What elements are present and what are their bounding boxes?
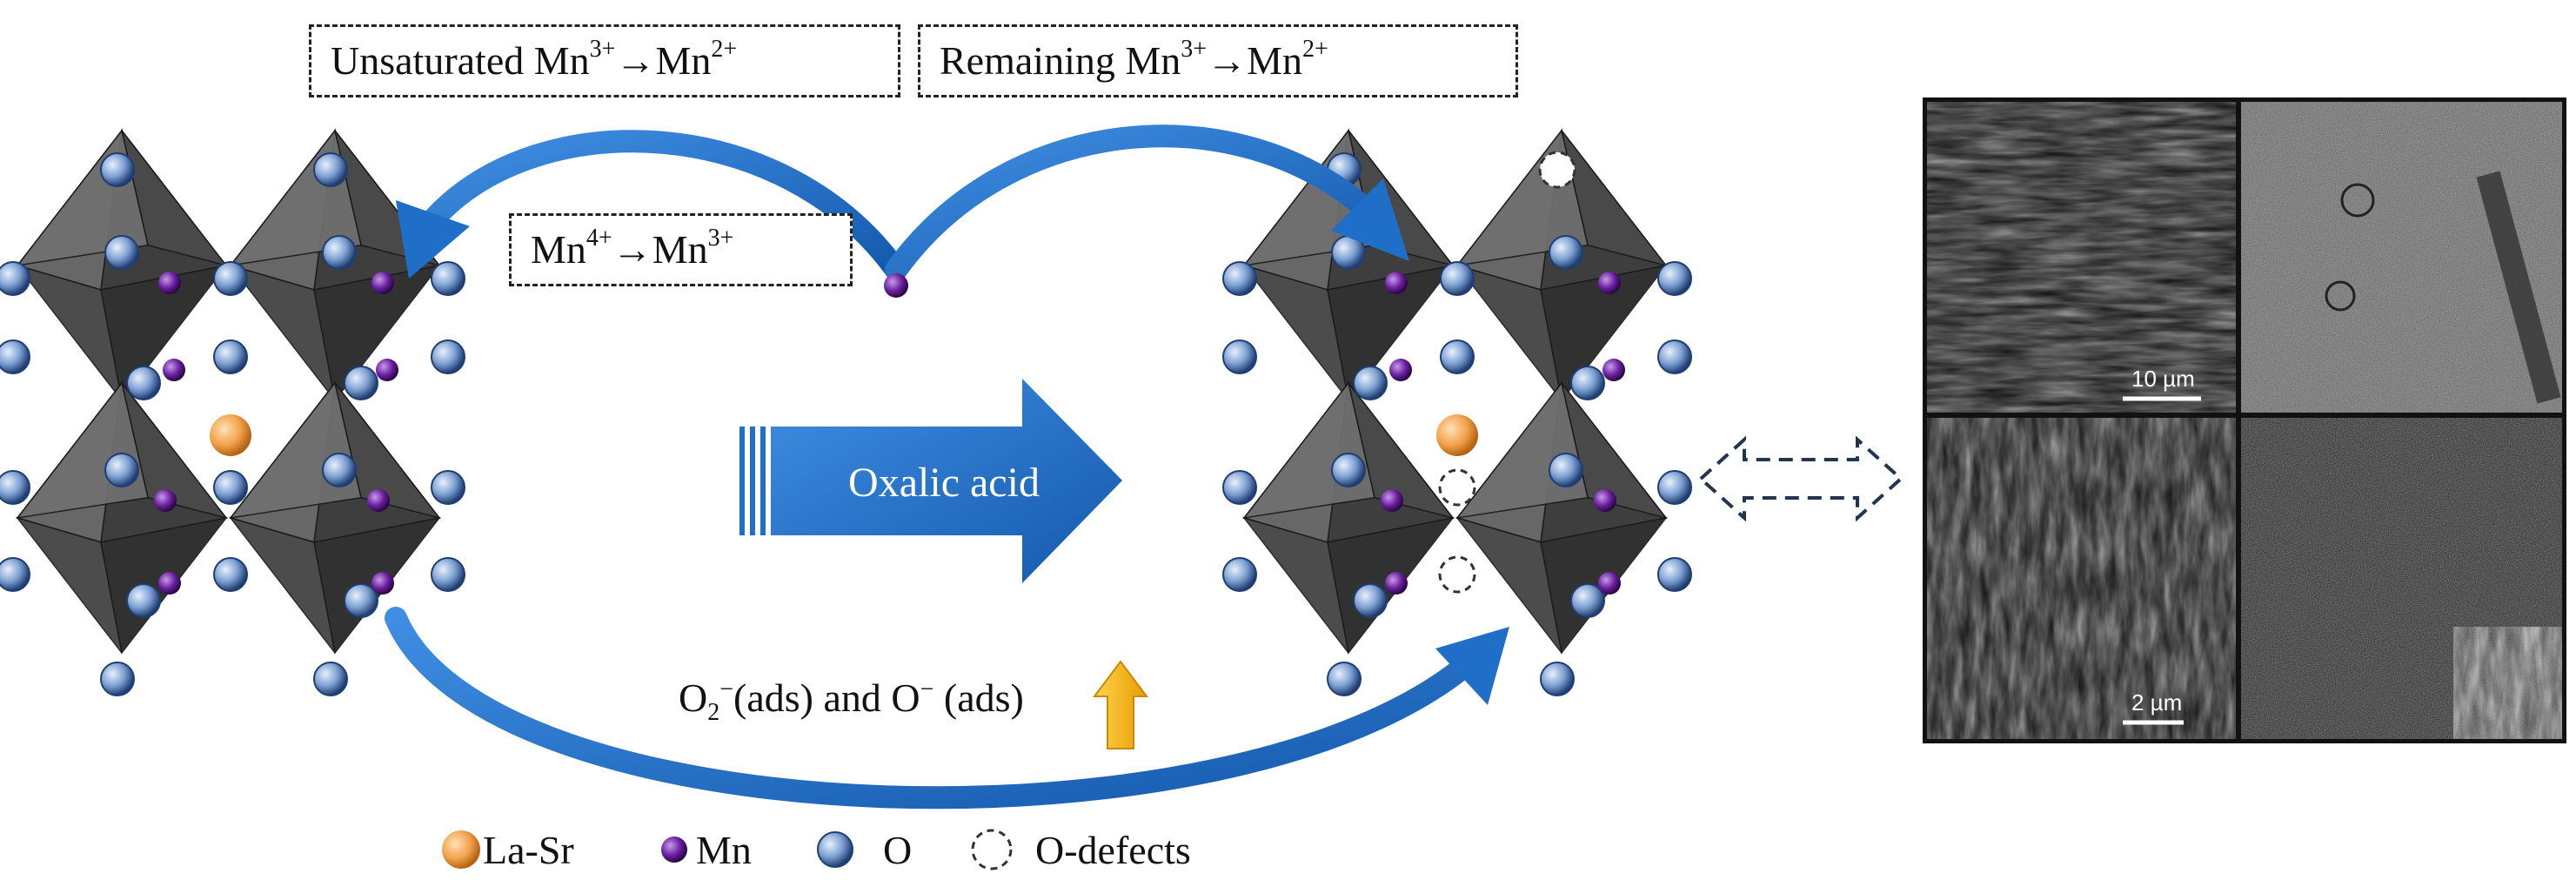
o-defect bbox=[1538, 151, 1576, 189]
o-atom bbox=[1353, 583, 1388, 618]
o-atom bbox=[0, 557, 30, 592]
mn-atom bbox=[1594, 489, 1616, 512]
oxalic-acid-label: Oxalic acid bbox=[848, 460, 1040, 506]
legend-o-label: O bbox=[883, 828, 913, 872]
mn-atom bbox=[163, 359, 185, 381]
o-atom bbox=[431, 339, 465, 374]
curved-arrow-top-left-head bbox=[396, 200, 470, 279]
curved-arrow-top-right-head bbox=[1331, 178, 1409, 261]
legend-la-sr-label: La-Sr bbox=[483, 828, 574, 872]
curved-arrow-top-right bbox=[885, 124, 1377, 281]
legend-mn-atom bbox=[661, 837, 687, 863]
o-atom bbox=[1570, 366, 1605, 400]
mn-atom bbox=[1598, 572, 1621, 595]
o-atom bbox=[1353, 366, 1388, 400]
mn-atom bbox=[371, 272, 394, 294]
o-atom bbox=[1657, 470, 1692, 505]
o-atom bbox=[1331, 453, 1366, 487]
o-atom bbox=[213, 261, 248, 296]
o-atom bbox=[1657, 557, 1692, 592]
increase-arrow-icon bbox=[1093, 660, 1148, 749]
scale-label-top-left: 10 µm bbox=[2131, 366, 2195, 392]
label-remaining-mn: Remaining Mn3+→Mn2+ bbox=[918, 24, 1518, 97]
oxalic-acid-arrow bbox=[739, 379, 1122, 583]
o-atom bbox=[322, 235, 357, 270]
o-atom bbox=[1540, 662, 1575, 696]
legend-mn-label: Mn bbox=[696, 828, 752, 872]
o-atom bbox=[126, 583, 161, 618]
double-arrow-icon bbox=[1698, 435, 1904, 522]
scale-label-bottom-left: 2 µm bbox=[2131, 689, 2183, 716]
o-atom bbox=[126, 366, 161, 400]
o-defect bbox=[1438, 555, 1476, 594]
o-atom bbox=[431, 261, 465, 296]
mn-atom bbox=[1385, 572, 1408, 595]
mn-atom bbox=[158, 572, 181, 595]
curved-arrow-bottom bbox=[385, 607, 1482, 810]
o-atom bbox=[322, 453, 357, 487]
o-atom bbox=[431, 470, 465, 505]
o-atom bbox=[0, 339, 30, 374]
la-sr-atom bbox=[210, 414, 251, 456]
adsorbed-oxygen-label: O2−(ads) and O− (ads) bbox=[679, 675, 1024, 727]
o-atom bbox=[1327, 662, 1362, 696]
o-defect bbox=[1438, 468, 1476, 507]
o-atom bbox=[1657, 339, 1692, 374]
o-atom bbox=[100, 662, 135, 696]
o-atom bbox=[431, 557, 465, 592]
o-atom bbox=[0, 470, 30, 505]
o-atom bbox=[1440, 339, 1475, 374]
o-atom bbox=[1570, 583, 1605, 618]
mn-atom bbox=[1389, 359, 1412, 381]
o-atom bbox=[104, 453, 139, 487]
o-atom bbox=[1549, 235, 1583, 270]
la-sr-atom bbox=[1436, 414, 1478, 456]
o-atom bbox=[344, 583, 378, 618]
label-unsaturated-mn: Unsaturated Mn3+→Mn2+ bbox=[309, 24, 900, 97]
curved-arrow-bottom-head bbox=[1435, 627, 1509, 705]
mn-atom bbox=[158, 272, 181, 294]
o-atom bbox=[344, 366, 378, 400]
o-atom bbox=[1549, 453, 1583, 487]
mn-atom bbox=[1385, 272, 1408, 294]
o-atom bbox=[1440, 261, 1475, 296]
mn-atom bbox=[154, 489, 177, 512]
mn-atom bbox=[1602, 359, 1625, 381]
o-atom bbox=[1657, 261, 1692, 296]
o-atom bbox=[213, 339, 248, 374]
o-atom bbox=[1222, 339, 1257, 374]
mn-atom bbox=[1598, 272, 1621, 294]
o-atom bbox=[313, 662, 348, 696]
mn-atom bbox=[367, 489, 390, 512]
mn-atom bbox=[1381, 489, 1403, 512]
legend-la-sr-atom bbox=[442, 830, 480, 869]
legend-o-atom bbox=[817, 831, 853, 868]
o-atom bbox=[1222, 261, 1257, 296]
o-atom bbox=[0, 261, 30, 296]
o-atom bbox=[104, 235, 139, 270]
o-atom bbox=[313, 152, 348, 187]
o-atom bbox=[100, 152, 135, 187]
o-atom bbox=[213, 470, 248, 505]
mn-atom bbox=[376, 359, 398, 381]
legend-o-defect bbox=[971, 829, 1013, 870]
mn-atom bbox=[371, 572, 394, 595]
o-atom bbox=[1222, 470, 1257, 505]
label-mn4-to-mn3: Mn4+→Mn3+ bbox=[509, 213, 853, 286]
legend-o-defects-label: O-defects bbox=[1035, 828, 1191, 872]
released-mn-atom bbox=[884, 273, 908, 298]
curved-arrow-top-left bbox=[424, 130, 907, 281]
o-atom bbox=[213, 557, 248, 592]
lattice-right bbox=[1222, 128, 1692, 696]
micrograph-panel bbox=[1923, 97, 2566, 743]
o-atom bbox=[1222, 557, 1257, 592]
